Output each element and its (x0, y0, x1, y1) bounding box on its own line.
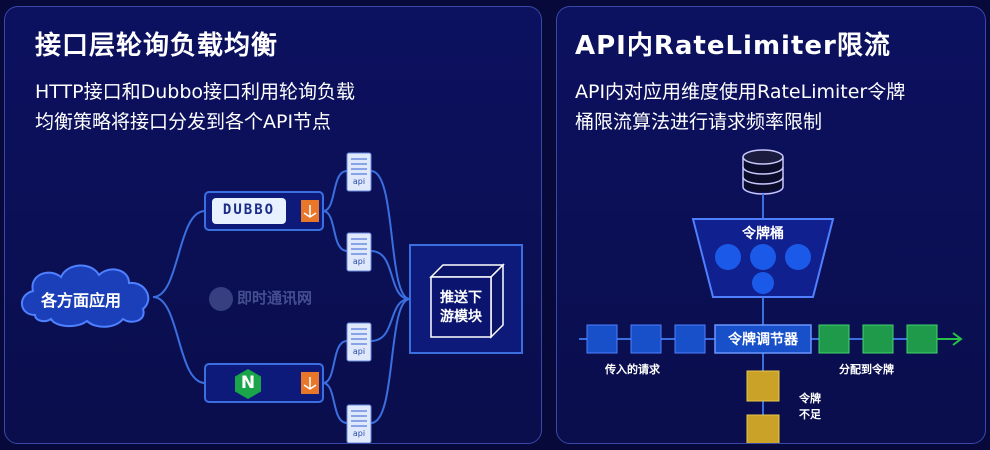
push-module-line-2: 游模块 (440, 309, 482, 325)
rejected-request-1 (746, 370, 780, 402)
line-nginx-to-api-3 (322, 340, 348, 384)
dubbo-balancer (204, 191, 324, 231)
push-module-line-1: 推送下 (440, 290, 482, 306)
arrow-right-icon (937, 332, 963, 346)
description-line-1: API内对应用维度使用RateLimiter令牌 (575, 81, 906, 103)
description-line-2: 桶限流算法进行请求频率限制 (575, 111, 823, 133)
line-dubbo-to-api-2 (322, 210, 348, 252)
api-node-4-label: api (352, 429, 366, 438)
assigned-request-3 (906, 324, 938, 354)
insufficient-line-1: 令牌 (799, 392, 821, 405)
token-2 (750, 244, 776, 270)
assigned-request-1 (818, 324, 850, 354)
database-icon (742, 149, 784, 195)
panel-description: HTTP接口和Dubbo接口利用轮询负载 均衡策略将接口分发到各个API节点 (35, 77, 355, 137)
rate-limiter-panel: API内RateLimiter限流 API内对应用维度使用RateLimiter… (556, 6, 986, 444)
panel-title: 接口层轮询负载均衡 (35, 31, 279, 61)
rate-limiter-diagram (579, 149, 963, 443)
line-api-2-to-push (370, 250, 411, 300)
line-cloud-to-nginx (152, 296, 206, 384)
cloud-icon (21, 264, 150, 328)
incoming-request-2 (630, 324, 662, 354)
line-nginx-to-api-4 (322, 382, 348, 424)
dubbo-logo-bg (212, 198, 286, 224)
description-line-2: 均衡策略将接口分发到各个API节点 (35, 111, 332, 133)
api-node-3 (346, 322, 372, 362)
description-line-1: HTTP接口和Dubbo接口利用轮询负载 (35, 81, 356, 103)
token-regulator (714, 324, 812, 354)
assigned-label: 分配到令牌 (839, 363, 894, 376)
token-1 (715, 244, 741, 270)
nginx-logo: N (240, 373, 256, 393)
load-balance-panel: 接口层轮询负载均衡 HTTP接口和Dubbo接口利用轮询负载 均衡策略将接口分发… (4, 6, 542, 444)
insufficient-line-2: 不足 (799, 408, 821, 421)
api-node-4 (346, 404, 372, 443)
api-node-1-label: api (352, 177, 366, 186)
watermark-logo (209, 287, 233, 311)
line-cloud-to-dubbo (152, 210, 206, 298)
api-node-2-label: api (352, 257, 366, 266)
rejected-request-2 (746, 414, 780, 443)
bucket-label: 令牌桶 (742, 226, 784, 242)
api-node-1 (346, 152, 372, 192)
regulator-label: 令牌调节器 (728, 332, 798, 348)
incoming-label: 传入的请求 (605, 363, 660, 376)
incoming-request-3 (674, 324, 706, 354)
load-balance-diagram (21, 152, 523, 443)
api-node-3-label: api (352, 347, 366, 356)
push-module-label: 推送下 游模块 (431, 289, 491, 327)
api-node-2 (346, 232, 372, 272)
cloud-label: 各方面应用 (41, 291, 122, 310)
line-api-1-to-push (370, 170, 411, 300)
watermark-text: 即时通讯网 (237, 289, 313, 307)
assigned-request-2 (862, 324, 894, 354)
nginx-balancer (204, 363, 324, 403)
insufficient-label: 令牌 不足 (799, 391, 821, 423)
line-api-4-to-push (370, 298, 411, 424)
line-dubbo-to-api-1 (322, 170, 348, 212)
incoming-request-1 (586, 324, 618, 354)
token-bucket (691, 218, 835, 298)
panel-title: API内RateLimiter限流 (575, 31, 891, 61)
nginx-icon (235, 369, 261, 399)
cube-side (490, 263, 504, 339)
cube-front (430, 276, 492, 338)
panel-description: API内对应用维度使用RateLimiter令牌 桶限流算法进行请求频率限制 (575, 77, 905, 137)
dubbo-logo: DUBBO (222, 202, 276, 218)
line-api-3-to-push (370, 298, 411, 342)
push-module (409, 244, 523, 354)
token-3 (785, 244, 811, 270)
connection-lines (152, 170, 411, 424)
token-4 (752, 272, 774, 294)
